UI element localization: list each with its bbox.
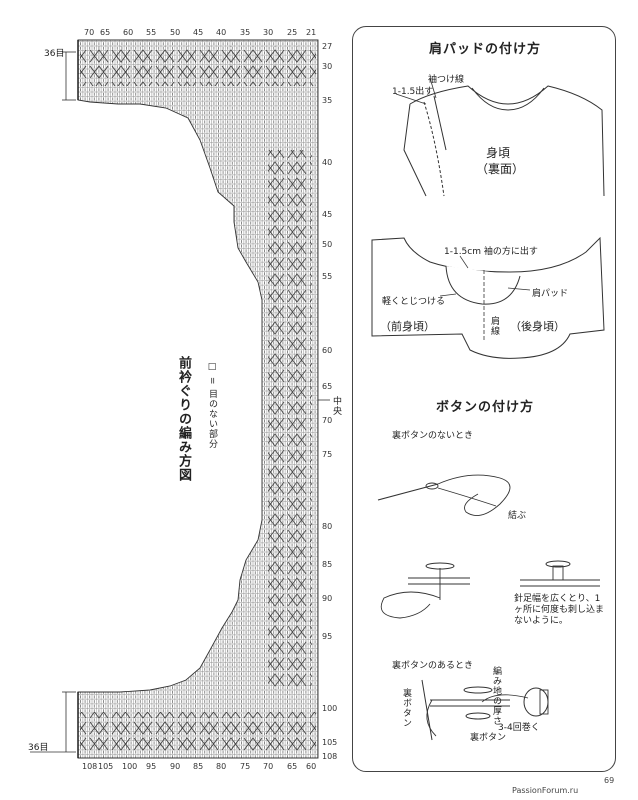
back-button-side-label: 裏ボタン (400, 688, 413, 728)
fabric-thickness-label: 編み地の厚さ (490, 666, 503, 726)
watermark: PassionForum.ru (512, 786, 578, 795)
with-back-button-label: 裏ボタンのあるとき (392, 658, 473, 671)
page-number: 69 (604, 776, 614, 785)
shank-note: 針足幅を広くとり、1ヶ所に何度も刺し込まないように。 (514, 594, 604, 627)
back-button-bottom-label: 裏ボタン (470, 730, 506, 743)
tie-label: 結ぶ (508, 508, 526, 521)
